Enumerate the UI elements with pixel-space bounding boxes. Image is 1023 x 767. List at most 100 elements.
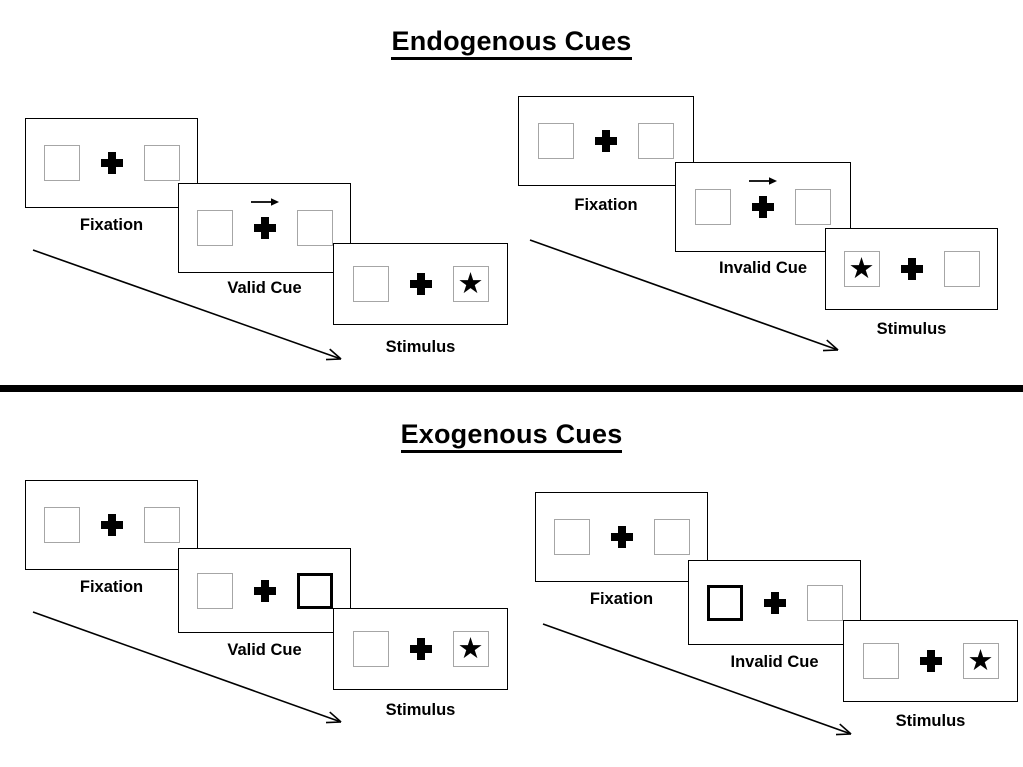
plus-horizontal-bar (610, 533, 633, 541)
panel-display-row (695, 177, 831, 225)
panel-caption-fixation: Fixation (589, 590, 654, 608)
fixation-plus-icon (763, 588, 787, 618)
spacer (277, 228, 297, 229)
plus-horizontal-bar (409, 280, 432, 288)
right-stimulus-box (795, 189, 831, 225)
fixation-plus-icon (100, 510, 124, 540)
right-stimulus-box (806, 584, 843, 621)
spacer (899, 661, 919, 662)
right-stimulus-box-cued (296, 572, 333, 609)
plus-horizontal-bar (752, 203, 774, 211)
panel-display-row: ★ (843, 250, 980, 287)
section-title-text: Endogenous Cues (391, 26, 632, 60)
spacer (80, 163, 100, 164)
spacer (233, 590, 253, 591)
left-stimulus-box-cued (706, 584, 743, 621)
fixation-plus-icon (100, 148, 124, 178)
section-title-1: Endogenous Cues (0, 26, 1023, 60)
fixation-plus-icon (250, 198, 279, 243)
panel-caption-fixation: Fixation (574, 196, 638, 214)
panel-display-row: ★ (352, 630, 489, 667)
spacer (618, 141, 638, 142)
panel-exogenous-invalid-fixation (535, 492, 708, 582)
spacer (590, 537, 610, 538)
star-icon: ★ (457, 265, 484, 300)
panel-caption-valid-cue: Valid Cue (227, 279, 302, 297)
spacer (634, 537, 654, 538)
plus-horizontal-bar (253, 224, 276, 232)
panel-exogenous-invalid-invalid-cue (688, 560, 861, 645)
left-stimulus-box: ★ (843, 250, 880, 287)
fixation-plus-icon (749, 177, 777, 222)
right-stimulus-box: ★ (962, 642, 999, 679)
right-stimulus-box (143, 507, 180, 543)
fixation-plus-icon (594, 126, 618, 156)
spacer (124, 163, 144, 164)
panel-endogenous-invalid-invalid-cue (675, 162, 851, 252)
panel-caption-stimulus: Stimulus (385, 701, 456, 719)
star-icon: ★ (457, 630, 484, 665)
panel-display-row (43, 145, 180, 181)
fixation-plus-icon (900, 254, 924, 284)
panel-display-row (538, 123, 674, 159)
right-stimulus-box (943, 251, 980, 287)
panel-caption-fixation: Fixation (79, 578, 144, 596)
panel-exogenous-valid-valid-cue (178, 548, 351, 633)
panel-display-row (43, 507, 180, 543)
cue-arrow-right-icon (250, 198, 279, 206)
spacer (743, 602, 763, 603)
panel-exogenous-invalid-stimulus: ★ (843, 620, 1018, 702)
panel-endogenous-valid-fixation (25, 118, 198, 208)
spacer (277, 590, 297, 591)
plus-horizontal-bar (763, 598, 786, 607)
star-icon: ★ (848, 250, 875, 285)
panel-display-row: ★ (352, 265, 489, 302)
spacer (433, 649, 453, 650)
left-stimulus-box (43, 507, 80, 543)
plus-horizontal-bar (253, 586, 276, 595)
panel-endogenous-valid-stimulus: ★ (333, 243, 508, 325)
fixation-plus-icon (409, 269, 433, 299)
fixation-plus-icon (919, 646, 943, 676)
spacer (80, 525, 100, 526)
panel-endogenous-invalid-stimulus: ★ (825, 228, 998, 310)
spacer (124, 525, 144, 526)
panel-caption-stimulus: Stimulus (895, 712, 966, 730)
right-stimulus-box: ★ (452, 265, 489, 302)
panel-display-row (196, 198, 333, 246)
spacer (389, 284, 409, 285)
plus-horizontal-bar (409, 645, 432, 653)
spacer (433, 284, 453, 285)
plus-horizontal-bar (100, 521, 123, 529)
left-stimulus-box (538, 123, 574, 159)
time-arrow-exogenous-valid (32, 611, 342, 724)
panel-caption-fixation: Fixation (79, 216, 144, 234)
spacer (787, 602, 807, 603)
left-stimulus-box (352, 631, 389, 667)
left-stimulus-box (196, 572, 233, 609)
time-arrow-endogenous-invalid (529, 239, 839, 352)
panel-display-row (706, 584, 843, 621)
right-stimulus-box (143, 145, 180, 181)
panel-exogenous-valid-stimulus: ★ (333, 608, 508, 690)
plus-horizontal-bar (595, 137, 617, 145)
panel-caption-stimulus: Stimulus (385, 338, 456, 356)
time-arrow-endogenous-valid (32, 249, 342, 361)
section-title-2: Exogenous Cues (0, 419, 1023, 453)
left-stimulus-box (862, 643, 899, 679)
panel-display-row (196, 572, 333, 609)
panel-display-row (553, 519, 690, 555)
panel-caption-stimulus: Stimulus (876, 320, 947, 338)
spacer (389, 649, 409, 650)
panel-caption-invalid-cue: Invalid Cue (718, 259, 808, 277)
left-stimulus-box (196, 210, 233, 246)
cue-arrow-right-icon (749, 177, 777, 185)
spacer (574, 141, 594, 142)
spacer (775, 207, 795, 208)
section-divider (0, 385, 1023, 392)
panel-caption-invalid-cue: Invalid Cue (730, 653, 819, 671)
star-icon: ★ (967, 642, 994, 677)
fixation-plus-icon (253, 576, 277, 606)
spacer (731, 207, 751, 208)
right-stimulus-box: ★ (452, 630, 489, 667)
